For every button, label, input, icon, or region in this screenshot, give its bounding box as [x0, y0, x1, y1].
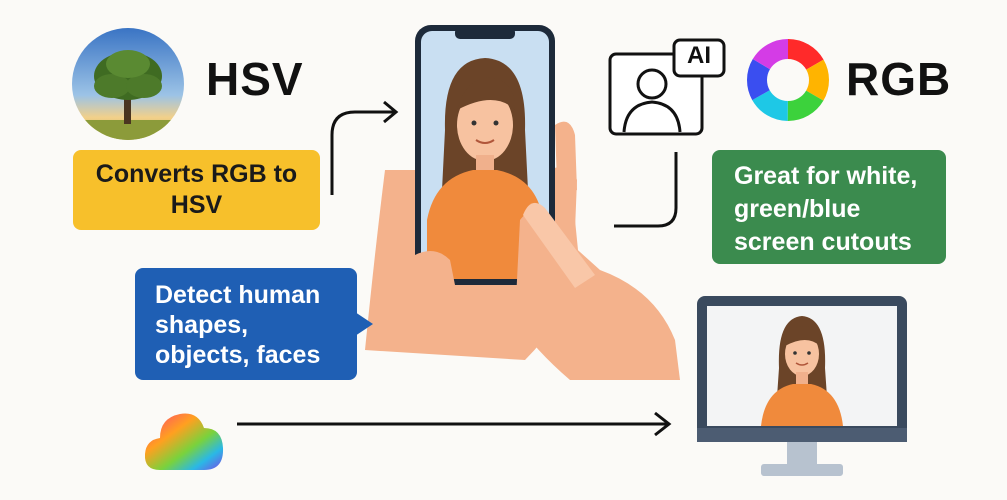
- rgb-heading: RGB: [846, 53, 952, 105]
- ai-badge-label: AI: [687, 42, 711, 69]
- long-arrow-icon: [235, 410, 675, 440]
- arrow-icon: [320, 90, 400, 200]
- converts-callout: Converts RGB to HSV: [73, 150, 320, 230]
- tree-photo-icon: [72, 28, 184, 140]
- ai-person-icon: [606, 38, 728, 138]
- callout-pointer: [355, 312, 375, 336]
- connector-line: [612, 148, 682, 233]
- converts-text: Converts RGB to HSV: [95, 160, 298, 219]
- great-text: Great for white, green/blue screen cutou…: [734, 162, 918, 256]
- detect-callout: Detect human shapes, objects, faces: [135, 268, 357, 380]
- monitor-illustration: [695, 292, 910, 484]
- gradient-cloud-icon: [142, 402, 226, 474]
- great-callout: Great for white, green/blue screen cutou…: [712, 150, 946, 264]
- rgb-color-wheel-icon: [746, 38, 830, 122]
- detect-text: Detect human shapes, objects, faces: [155, 281, 321, 369]
- hsv-heading: HSV: [206, 53, 304, 105]
- phone-illustration: [355, 20, 685, 380]
